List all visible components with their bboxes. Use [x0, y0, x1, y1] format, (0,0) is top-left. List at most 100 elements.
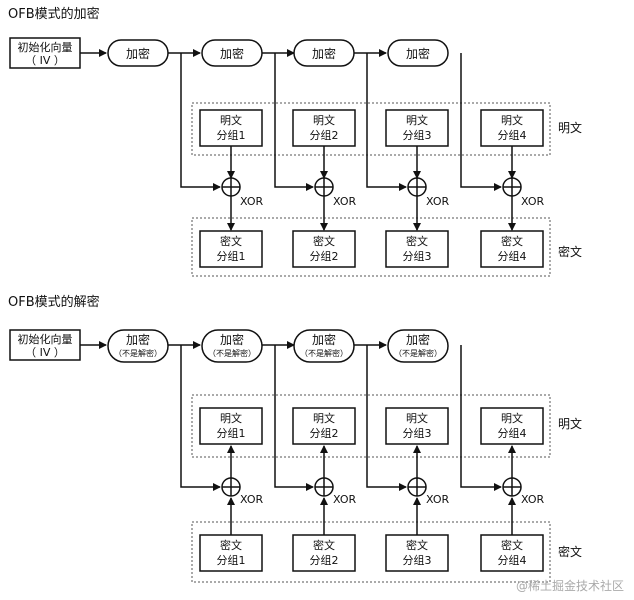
dec-plaintext-block-1: 明文 分组1 — [199, 407, 263, 445]
iv-label-line1: 初始化向量 — [18, 332, 73, 346]
ciphertext-block-3: 密文 分组3 — [385, 230, 449, 268]
decryption-iv-box: 初始化向量 （ IV ） — [9, 329, 81, 361]
dec-ciphertext-block-4: 密文 分组4 — [480, 534, 544, 572]
svg-text:加密: 加密 — [220, 332, 244, 347]
encryption-title: OFB模式的加密 — [8, 6, 100, 22]
dec-ciphertext-block-1: 密文 分组1 — [199, 534, 263, 572]
svg-text:（不是解密）: （不是解密） — [114, 348, 162, 358]
svg-text:分组1: 分组1 — [217, 128, 246, 142]
svg-text:分组4: 分组4 — [498, 249, 527, 263]
svg-text:密文: 密文 — [313, 234, 335, 248]
xor-label: XOR — [521, 195, 544, 208]
svg-text:分组2: 分组2 — [310, 426, 339, 440]
svg-text:（不是解密）: （不是解密） — [394, 348, 442, 358]
plaintext-block-4: 明文 分组4 — [480, 109, 544, 147]
xor-label: XOR — [333, 493, 356, 506]
encrypt-block-2: 加密 — [201, 39, 263, 67]
xor-label: XOR — [426, 195, 449, 208]
plaintext-block-3: 明文 分组3 — [385, 109, 449, 147]
svg-text:分组1: 分组1 — [217, 249, 246, 263]
svg-text:明文: 明文 — [220, 411, 242, 425]
dec-ciphertext-group-frame — [191, 521, 551, 583]
xor-label: XOR — [240, 493, 263, 506]
xor-icon — [221, 177, 241, 197]
svg-text:加密: 加密 — [126, 332, 150, 347]
dec-encrypt-block-2: 加密 （不是解密） — [201, 329, 263, 363]
svg-text:密文: 密文 — [501, 234, 523, 248]
dec-encrypt-block-4: 加密 （不是解密） — [387, 329, 449, 363]
dec-plaintext-group-label: 明文 — [558, 416, 582, 431]
ciphertext-group-label: 密文 — [558, 244, 582, 259]
svg-text:分组4: 分组4 — [498, 128, 527, 142]
svg-text:明文: 明文 — [501, 113, 523, 127]
ciphertext-block-1: 密文 分组1 — [199, 230, 263, 268]
svg-text:加密: 加密 — [312, 332, 336, 347]
svg-text:分组4: 分组4 — [498, 426, 527, 440]
svg-text:明文: 明文 — [406, 113, 428, 127]
iv-label-line2: （ IV ） — [25, 346, 65, 359]
plaintext-group-label: 明文 — [558, 120, 582, 135]
xor-icon — [314, 477, 334, 497]
encrypt-label: 加密 — [220, 46, 244, 61]
xor-icon — [407, 177, 427, 197]
svg-text:密文: 密文 — [313, 538, 335, 552]
dec-plaintext-block-3: 明文 分组3 — [385, 407, 449, 445]
svg-text:分组3: 分组3 — [403, 553, 432, 567]
encrypt-block-3: 加密 — [293, 39, 355, 67]
svg-text:分组1: 分组1 — [217, 553, 246, 567]
iv-label-line1: 初始化向量 — [18, 40, 73, 54]
svg-text:分组2: 分组2 — [310, 249, 339, 263]
dec-plaintext-group-frame — [191, 394, 551, 458]
dec-plaintext-block-2: 明文 分组2 — [292, 407, 356, 445]
encrypt-label: 加密 — [126, 46, 150, 61]
svg-text:明文: 明文 — [313, 411, 335, 425]
dec-ciphertext-block-3: 密文 分组3 — [385, 534, 449, 572]
encrypt-block-4: 加密 — [387, 39, 449, 67]
xor-icon — [502, 177, 522, 197]
xor-icon — [314, 177, 334, 197]
svg-text:分组2: 分组2 — [310, 553, 339, 567]
svg-text:明文: 明文 — [220, 113, 242, 127]
xor-label: XOR — [240, 195, 263, 208]
dec-encrypt-block-3: 加密 （不是解密） — [293, 329, 355, 363]
xor-icon — [407, 477, 427, 497]
encrypt-label: 加密 — [312, 46, 336, 61]
xor-icon — [502, 477, 522, 497]
xor-label: XOR — [333, 195, 356, 208]
svg-text:密文: 密文 — [501, 538, 523, 552]
plaintext-group-frame — [191, 102, 551, 156]
xor-label: XOR — [521, 493, 544, 506]
iv-label-line2: （ IV ） — [25, 54, 65, 67]
decryption-title: OFB模式的解密 — [8, 294, 100, 310]
encryption-iv-box: 初始化向量 （ IV ） — [9, 37, 81, 69]
svg-text:密文: 密文 — [406, 538, 428, 552]
watermark: @稀土掘金技术社区 — [516, 578, 624, 593]
ciphertext-block-2: 密文 分组2 — [292, 230, 356, 268]
svg-text:明文: 明文 — [406, 411, 428, 425]
dec-ciphertext-group-label: 密文 — [558, 544, 582, 559]
svg-text:明文: 明文 — [313, 113, 335, 127]
svg-text:分组3: 分组3 — [403, 128, 432, 142]
encrypt-label: 加密 — [406, 46, 430, 61]
plaintext-block-1: 明文 分组1 — [199, 109, 263, 147]
svg-text:分组4: 分组4 — [498, 553, 527, 567]
svg-text:密文: 密文 — [406, 234, 428, 248]
svg-text:分组2: 分组2 — [310, 128, 339, 142]
svg-text:密文: 密文 — [220, 234, 242, 248]
xor-icon — [221, 477, 241, 497]
dec-plaintext-block-4: 明文 分组4 — [480, 407, 544, 445]
plaintext-block-2: 明文 分组2 — [292, 109, 356, 147]
svg-text:（不是解密）: （不是解密） — [208, 348, 256, 358]
svg-text:分组3: 分组3 — [403, 426, 432, 440]
svg-text:加密: 加密 — [406, 332, 430, 347]
svg-text:（不是解密）: （不是解密） — [300, 348, 348, 358]
svg-text:分组3: 分组3 — [403, 249, 432, 263]
svg-text:明文: 明文 — [501, 411, 523, 425]
encrypt-block-1: 加密 — [107, 39, 169, 67]
xor-label: XOR — [426, 493, 449, 506]
ciphertext-block-4: 密文 分组4 — [480, 230, 544, 268]
dec-encrypt-block-1: 加密 （不是解密） — [107, 329, 169, 363]
svg-text:密文: 密文 — [220, 538, 242, 552]
svg-text:分组1: 分组1 — [217, 426, 246, 440]
